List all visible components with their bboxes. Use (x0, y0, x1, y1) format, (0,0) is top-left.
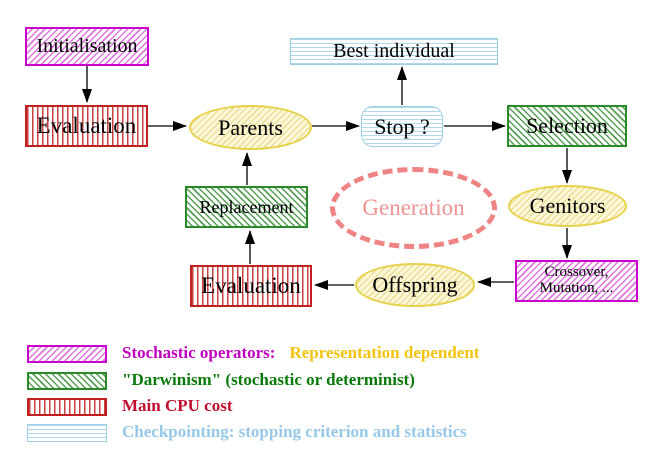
node-crossover-mutation: Crossover, Mutation, ... (515, 260, 638, 302)
node-parents-label: Parents (218, 114, 283, 140)
generation-label: Generation (362, 194, 465, 220)
legend-swatch-stochastic-operators (27, 345, 107, 363)
node-crossover-label-line2: Mutation, ... (539, 280, 614, 296)
node-initialisation-label: Initialisation (36, 35, 138, 57)
legend-text-stochastic-operators: Stochastic operators: (122, 343, 276, 362)
legend-text-main-cpu-cost: Main CPU cost (122, 396, 233, 415)
node-evaluation-bottom-label: Evaluation (201, 272, 301, 298)
node-selection-label: Selection (526, 113, 608, 139)
node-evaluation-bottom: Evaluation (190, 265, 312, 307)
node-evaluation-top-label: Evaluation (36, 112, 137, 138)
legend-item-stochastic-operators: Stochastic operators: Representation depe… (0, 343, 662, 365)
node-best-individual-label: Best individual (333, 40, 455, 62)
node-replacement: Replacement (185, 186, 308, 228)
node-stop: Stop ? (361, 106, 443, 147)
node-replacement-label: Replacement (199, 196, 294, 217)
node-stop-label: Stop ? (374, 113, 430, 139)
node-genitors-label: Genitors (529, 193, 606, 219)
node-crossover-label-line1: Crossover, (544, 264, 609, 281)
legend-text-representation-dependent: Representation dependent (289, 343, 480, 362)
legend-swatch-checkpointing (27, 424, 107, 442)
node-selection: Selection (507, 105, 627, 147)
node-parents: Parents (189, 105, 312, 150)
node-initialisation: Initialisation (25, 27, 149, 66)
legend-item-main-cpu-cost: Main CPU cost (0, 396, 662, 418)
node-offspring-label: Offspring (372, 272, 458, 298)
legend-swatch-darwinism (27, 372, 107, 390)
legend-swatch-main-cpu-cost (27, 398, 107, 416)
legend-item-checkpointing: Checkpointing: stopping criterion and st… (0, 422, 662, 444)
node-offspring: Offspring (355, 263, 475, 307)
legend-item-darwinism: "Darwinism" (stochastic or determinist) (0, 370, 662, 392)
node-evaluation-top: Evaluation (25, 105, 148, 147)
node-best-individual: Best individual (290, 38, 498, 65)
node-genitors: Genitors (508, 185, 627, 227)
legend-text-checkpointing: Checkpointing: stopping criterion and st… (122, 422, 467, 441)
legend-text-darwinism: "Darwinism" (stochastic or determinist) (122, 370, 415, 389)
generation-cycle-ellipse: Generation (330, 167, 497, 249)
legend-label-stochastic-operators: Stochastic operators: Representation depe… (122, 343, 479, 363)
